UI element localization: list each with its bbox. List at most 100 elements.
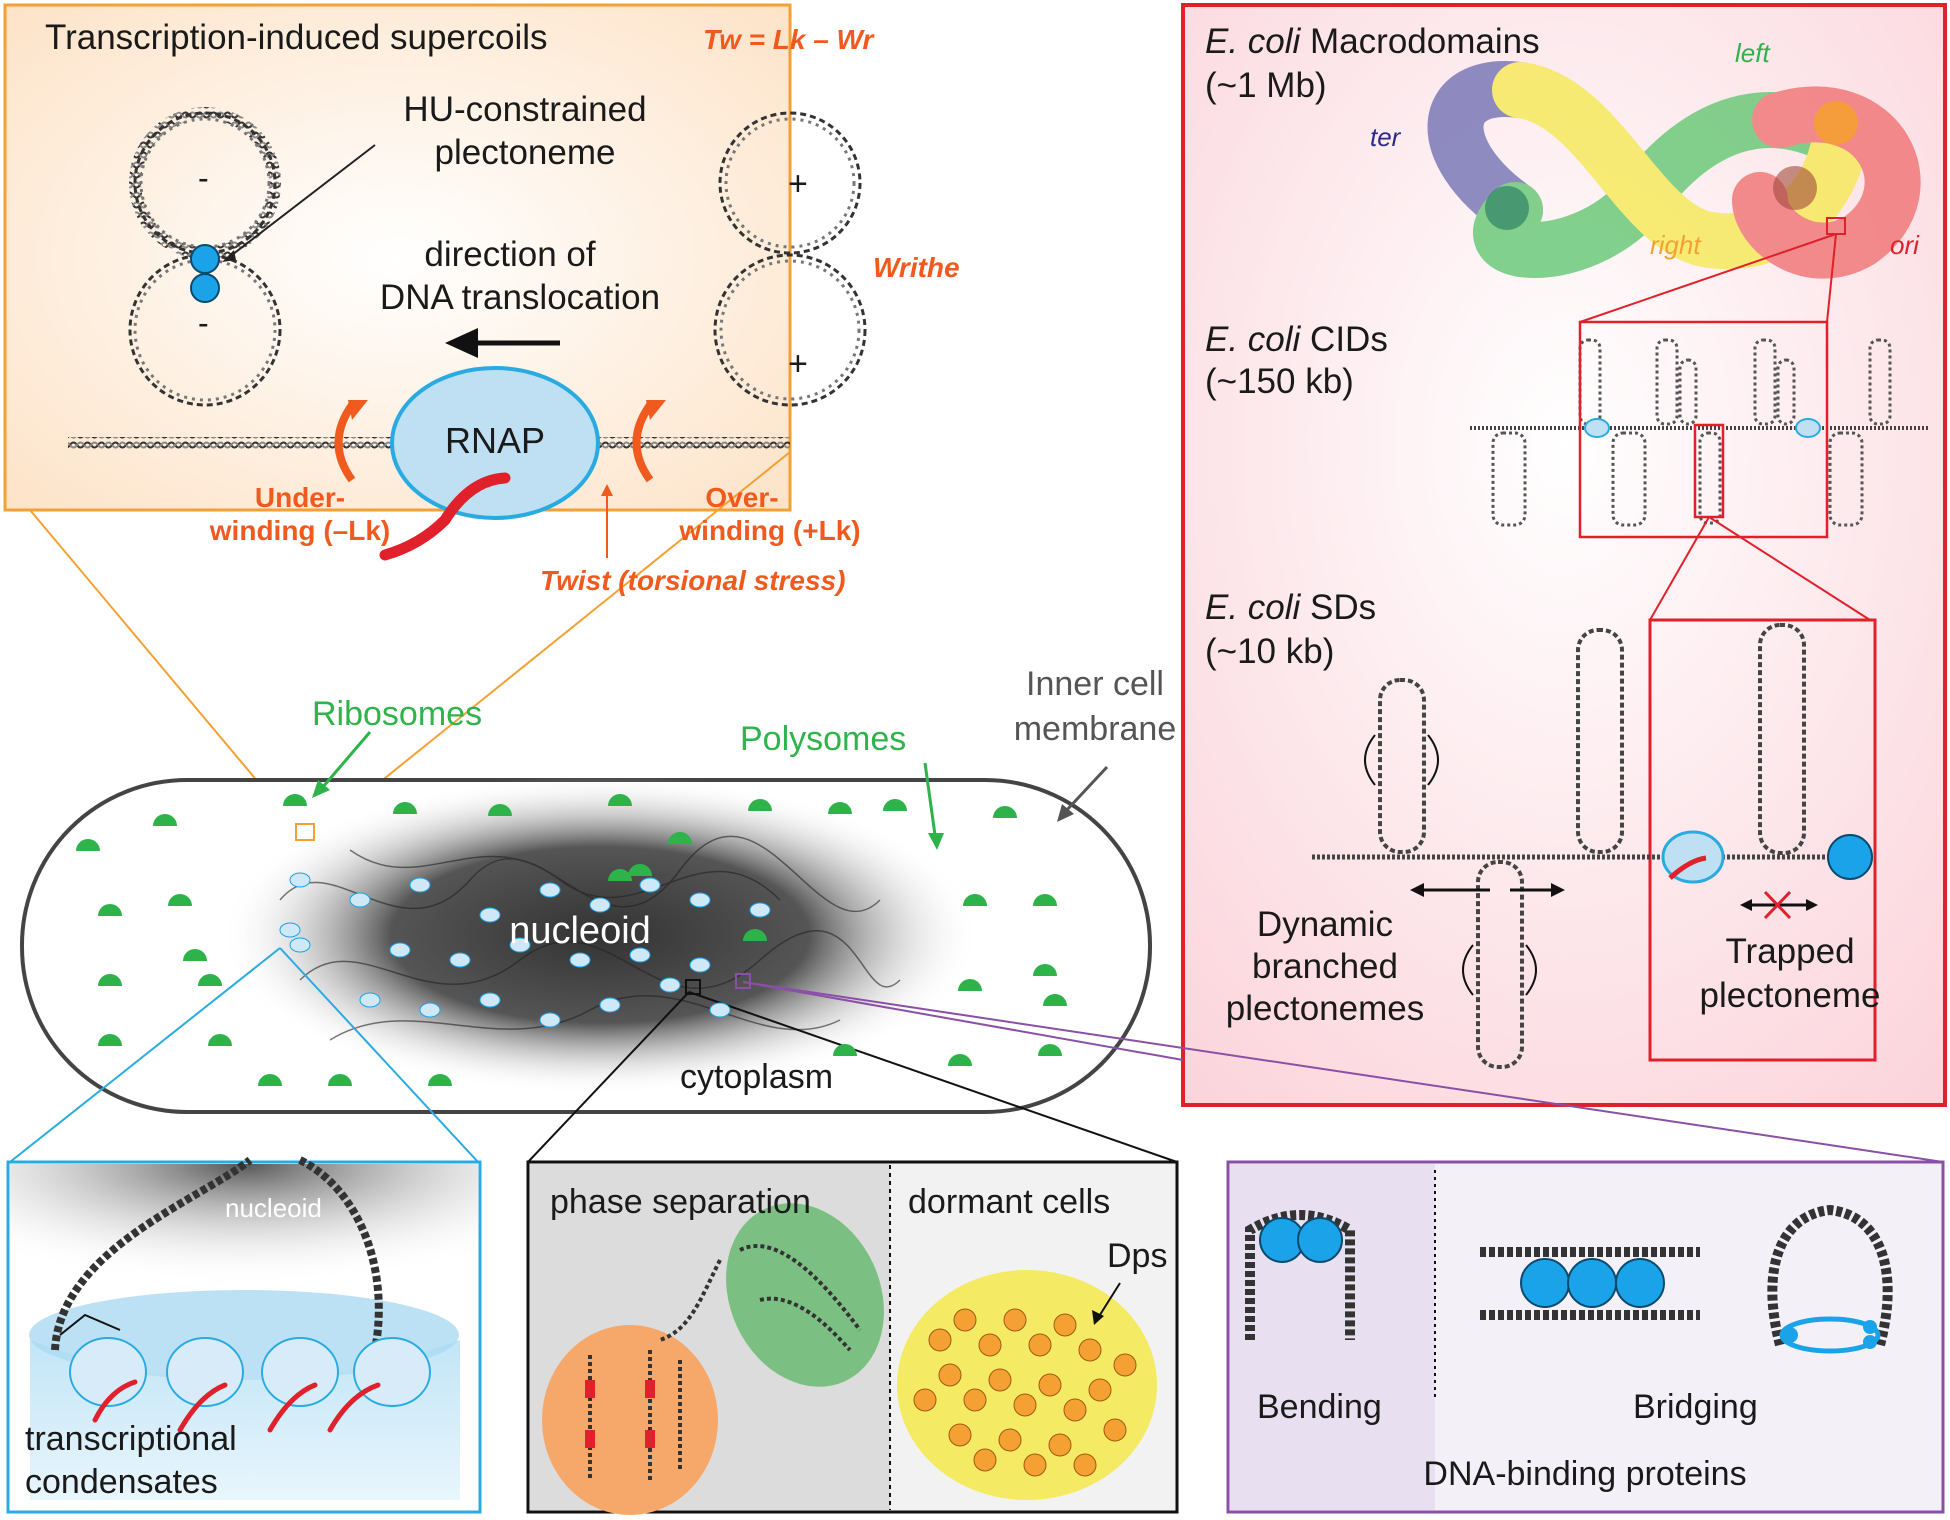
underwinding-line1: Under- [254, 482, 346, 513]
rnap-protein [390, 366, 600, 520]
nucleoid-protein [639, 877, 661, 893]
dormant-cells-label: dormant cells [908, 1183, 1111, 1221]
nucleoid-protein [599, 997, 621, 1013]
nucleoid-protein [479, 907, 501, 923]
ribosomes-label: Ribosomes [312, 695, 483, 733]
ribosome [1033, 894, 1057, 906]
direction-line2: DNA translocation [379, 278, 661, 317]
nucleoid-label: nucleoid [509, 910, 651, 952]
nucleoid-region [220, 775, 980, 1095]
ribosome-group [76, 794, 1067, 1086]
ribosome [208, 1034, 232, 1046]
ribosome [98, 974, 122, 986]
rnap-label: RNAP [444, 420, 546, 461]
overwinding-line1: Over- [705, 482, 779, 513]
nucleoid-protein [539, 882, 561, 898]
cid-diagram [1470, 320, 1930, 539]
ribosome [748, 799, 772, 811]
nucleoid-protein [409, 877, 431, 893]
writhe-label: Writhe [873, 252, 960, 283]
nucleoid-protein [659, 977, 681, 993]
dps-label: Dps [1107, 1237, 1168, 1275]
ribosome [393, 802, 417, 814]
plus-bottom: + [788, 345, 808, 383]
nucleoid-protein [389, 942, 411, 958]
ribosome [608, 869, 632, 881]
ribosome [628, 864, 652, 876]
nucleoid-protein [419, 1002, 441, 1018]
ribosome [153, 814, 177, 826]
plus-top: + [788, 165, 808, 203]
ribosome [833, 1044, 857, 1056]
cytoplasm-label: cytoplasm [680, 1058, 834, 1096]
twist-equation: Tw = Lk – Wr [703, 24, 874, 55]
supercoil-title: Transcription-induced supercoils [45, 18, 548, 57]
underwinding-line2: winding (–Lk) [209, 515, 391, 546]
cid-size: (~150 kb) [1205, 362, 1354, 401]
trapped-line1: Trapped [1725, 932, 1855, 971]
trapped-line2: plectoneme [1699, 976, 1881, 1015]
macrodomain-right: right [1650, 230, 1701, 260]
ribosome [958, 979, 982, 991]
ribosome [963, 894, 987, 906]
hu-label-line2: plectoneme [434, 133, 616, 172]
ribosome [283, 794, 307, 806]
nucleoid-protein [689, 892, 711, 908]
nucleoid-protein [289, 872, 311, 888]
cid-title: E. coli CIDs [1205, 320, 1388, 359]
sd-size: (~10 kb) [1205, 632, 1335, 671]
bending-label: Bending [1257, 1388, 1382, 1426]
ribosome [608, 794, 632, 806]
nucleoid-protein [689, 957, 711, 973]
nucleoid-protein [349, 892, 371, 908]
ribosome [98, 1034, 122, 1046]
ribosome [76, 839, 100, 851]
ribosome [488, 804, 512, 816]
ribosome [328, 1074, 352, 1086]
dynamic-line3: plectonemes [1225, 989, 1425, 1028]
nucleoid-protein [479, 992, 501, 1008]
polysomes-label: Polysomes [740, 720, 907, 758]
macrodomain-left: left [1735, 38, 1770, 68]
hu-protein-bottom [190, 273, 220, 303]
ribosome [828, 802, 852, 814]
nucleoid-protein [539, 1012, 561, 1028]
dynamic-line2: branched [1252, 947, 1398, 986]
ribosome [428, 1074, 452, 1086]
direction-line1: direction of [424, 235, 596, 274]
nucleoid-protein [569, 952, 591, 968]
minus-bottom: - [198, 305, 209, 341]
nucleoid-protein [629, 947, 651, 963]
bridging-label: Bridging [1633, 1388, 1758, 1426]
condensate-label-line2: condensates [25, 1463, 218, 1501]
right-plectoneme [713, 111, 867, 407]
minus-top: - [198, 160, 209, 196]
ribosome [668, 832, 692, 844]
macrodomains-title: E. coli Macrodomains [1205, 22, 1540, 61]
macrodomain-ori: ori [1890, 230, 1919, 260]
nucleoid-protein [289, 937, 311, 953]
ribosome [168, 894, 192, 906]
nucleoid-protein [279, 922, 301, 938]
ribosome [883, 799, 907, 811]
rna-transcript [379, 472, 511, 561]
dna-binding-title: DNA-binding proteins [1423, 1455, 1747, 1493]
nucleoid-protein [749, 902, 771, 918]
ribosome [1038, 1044, 1062, 1056]
nucleoid-protein [359, 992, 381, 1008]
nucleoid-dna [279, 835, 901, 1041]
twist-label: Twist (torsional stress) [540, 565, 846, 596]
condensate-nucleoid-label: nucleoid [225, 1193, 322, 1223]
condensate-label-line1: transcriptional [25, 1420, 237, 1458]
ribosome [1043, 994, 1067, 1006]
dynamic-line1: Dynamic [1256, 905, 1394, 944]
hu-label-line1: HU-constrained [403, 90, 647, 129]
sd-diagram [1312, 618, 1877, 1069]
macrodomains-size: (~1 Mb) [1205, 66, 1327, 105]
membrane-line2: membrane [1013, 710, 1177, 748]
ribosome [258, 1074, 282, 1086]
nucleoid-protein [509, 937, 531, 953]
nucleoid-protein [709, 1002, 731, 1018]
macrodomain-ter: ter [1370, 122, 1401, 152]
overwinding-line2: winding (+Lk) [679, 515, 861, 546]
